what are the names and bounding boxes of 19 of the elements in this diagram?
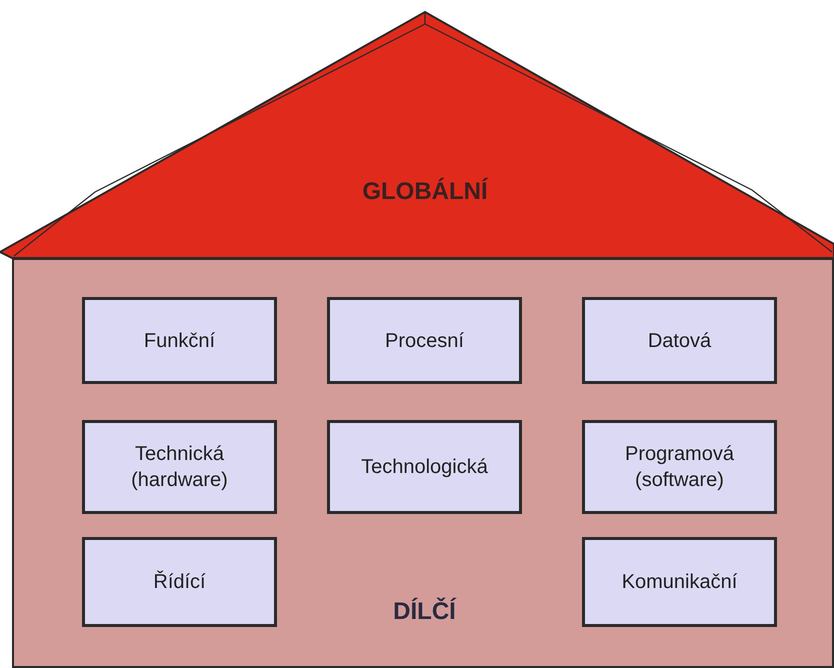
- box-label: Programová (software): [624, 442, 735, 493]
- house-body: [12, 258, 834, 668]
- box-label: Řídící: [153, 570, 206, 595]
- category-box: [82, 537, 277, 627]
- box-label: Technická (hardware): [130, 442, 229, 493]
- body-label: DÍLČÍ: [392, 596, 458, 627]
- category-box: [582, 537, 777, 627]
- box-label: Funkční: [144, 328, 216, 354]
- category-box: [327, 297, 522, 384]
- category-box: [82, 420, 277, 514]
- box-label: Komunikační: [622, 570, 738, 595]
- box-label: Procesní: [385, 328, 464, 354]
- category-box: [327, 420, 522, 514]
- category-box: [582, 420, 777, 514]
- box-label: Technologická: [361, 455, 488, 480]
- box-label: Datová: [648, 328, 712, 354]
- roof-label: GLOBÁLNÍ: [361, 176, 490, 207]
- category-box: [82, 297, 277, 384]
- category-box: [582, 297, 777, 384]
